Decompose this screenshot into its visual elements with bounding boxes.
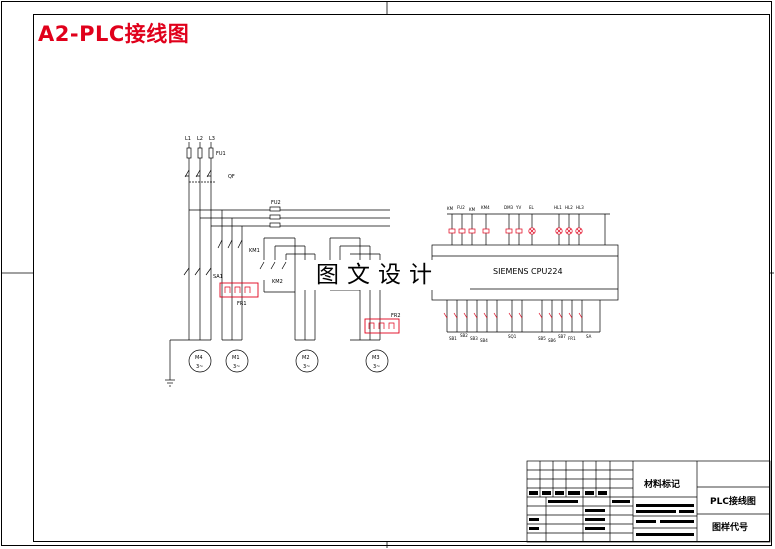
plc-output-label: FU2 — [457, 205, 465, 210]
plc-labels: SIEMENS CPU224 KM FU2 KM KM4 DM3 YV EL H… — [447, 205, 592, 343]
material-mark-label: 材料标记 — [643, 478, 680, 490]
plc-input-label: SB5 — [538, 336, 546, 341]
motor-labels: M4 3~ M1 3~ M2 3~ M3 3~ — [195, 355, 380, 370]
plc-input-label: SA — [586, 334, 592, 339]
title-block-text: 材料标记 PLC接线图 图样代号 — [643, 478, 756, 533]
plc-input-label: SB6 — [548, 338, 556, 343]
motor-phase: 3~ — [373, 364, 380, 370]
plc-input-label: SB1 — [449, 336, 457, 341]
drawing-border-inner — [33, 14, 770, 542]
thermal-relay-label: FR2 — [391, 313, 401, 319]
plc-output-label: HL3 — [576, 205, 584, 210]
plc-output-label: EL — [529, 205, 535, 210]
plc-output-label: KM — [447, 206, 454, 211]
power-circuit — [165, 142, 400, 387]
plc-output-label: DM3 — [504, 205, 514, 210]
motor-m3-symbol — [365, 349, 389, 373]
motor-id: M2 — [302, 355, 310, 361]
phase-label: L3 — [209, 136, 215, 142]
title-block-grid — [526, 460, 771, 543]
watermark: 图文设计 — [300, 260, 470, 290]
plc-input-label: FR1 — [568, 336, 576, 341]
motor-m2-symbol — [295, 349, 319, 373]
drawing-code-label: 图样代号 — [712, 521, 748, 533]
motors — [188, 349, 389, 373]
plc-model: SIEMENS CPU224 — [493, 267, 563, 276]
fuse-label: FU1 — [216, 151, 226, 157]
fuse-group-label: FU2 — [271, 200, 281, 206]
phase-label: L2 — [197, 136, 203, 142]
motor-phase: 3~ — [303, 364, 310, 370]
motor-m4-symbol — [188, 349, 212, 373]
plc-input-label: SB3 — [470, 336, 478, 341]
breaker-label: QF — [228, 174, 235, 180]
phase-label: L1 — [185, 136, 191, 142]
plc-input-label: SQ1 — [508, 334, 517, 339]
supply-labels: L1 L2 L3 FU1 QF FU2 KM1 KM2 SA1 FR1 FR2 — [185, 136, 401, 319]
title-block-fills — [529, 491, 694, 536]
contactor-label: KM2 — [272, 279, 283, 285]
plc-output-label: KM — [469, 207, 476, 212]
plc-output-label: HL2 — [565, 205, 573, 210]
motor-id: M3 — [372, 355, 380, 361]
motor-phase: 3~ — [233, 364, 240, 370]
plc-output-label: HL1 — [554, 205, 562, 210]
contactor-label: KM1 — [249, 248, 260, 254]
motor-id: M4 — [195, 355, 203, 361]
plc-input-label: SB7 — [558, 334, 566, 339]
drawing-name: PLC接线图 — [710, 495, 756, 507]
switch-label: SA1 — [213, 274, 223, 280]
plc-output-label: KM4 — [481, 205, 490, 210]
plc-input-label: SB2 — [460, 333, 468, 338]
sheet-title: A2-PLC接线图 — [38, 22, 190, 46]
plc-output-label: YV — [515, 205, 521, 210]
plc-input-label: SB4 — [480, 338, 488, 343]
motor-id: M1 — [232, 355, 240, 361]
motor-m1-symbol — [225, 349, 249, 373]
motor-phase: 3~ — [196, 364, 203, 370]
thermal-relay-label: FR1 — [237, 301, 247, 307]
